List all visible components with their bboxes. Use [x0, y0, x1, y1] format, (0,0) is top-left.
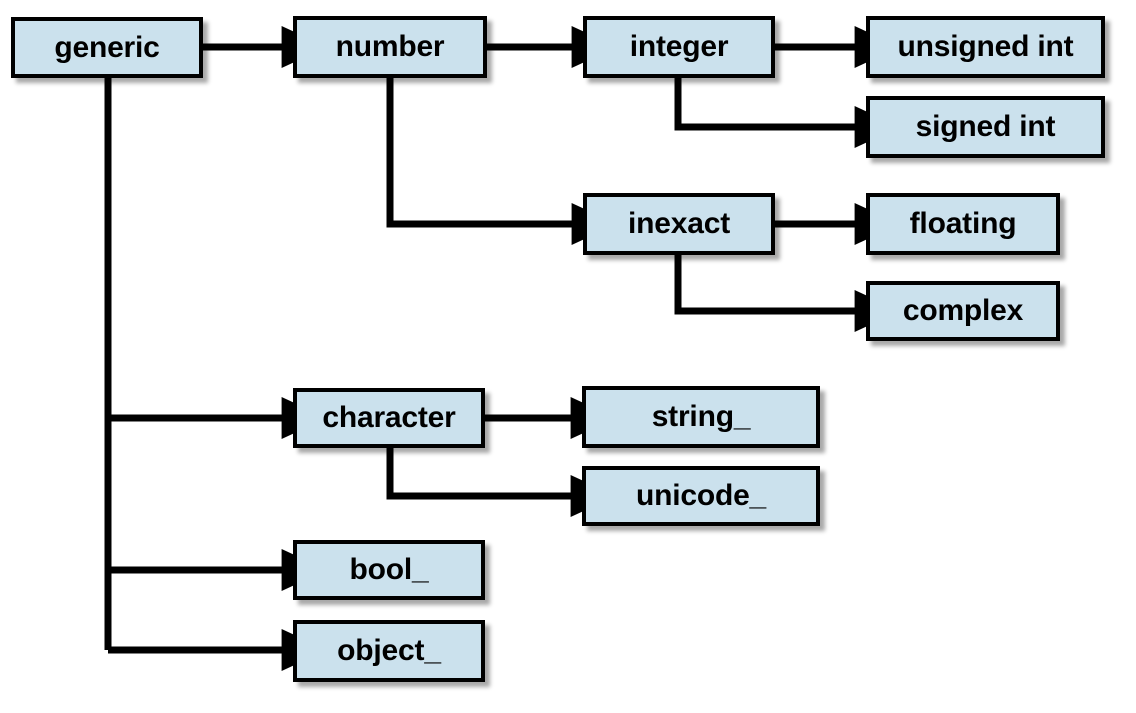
node-string[interactable]: string_	[582, 386, 820, 448]
node-character[interactable]: character	[293, 388, 485, 448]
node-integer-label: integer	[629, 30, 729, 63]
edge-integer-signed-int	[674, 78, 901, 148]
node-inexact[interactable]: inexact	[583, 193, 775, 255]
node-complex[interactable]: complex	[866, 281, 1060, 341]
edge-inexact-complex	[674, 255, 901, 332]
node-unsigned-int-label: unsigned int	[897, 30, 1074, 63]
node-object-label: object_	[337, 634, 441, 667]
edge-character-unicode	[386, 448, 617, 517]
node-object[interactable]: object_	[293, 620, 485, 682]
edge-number-inexact	[386, 78, 618, 245]
node-floating-label: floating	[909, 207, 1017, 240]
node-generic-label: generic	[54, 30, 160, 64]
node-unicode-label: unicode_	[635, 479, 767, 512]
node-complex-label: complex	[902, 294, 1024, 327]
node-character-label: character	[322, 401, 456, 434]
node-integer[interactable]: integer	[583, 16, 775, 78]
node-floating[interactable]: floating	[866, 193, 1060, 255]
node-bool[interactable]: bool_	[293, 540, 485, 600]
node-unicode[interactable]: unicode_	[582, 466, 820, 526]
node-bool-label: bool_	[349, 553, 429, 586]
node-string-label: string_	[651, 400, 751, 433]
node-inexact-label: inexact	[628, 207, 730, 240]
node-number[interactable]: number	[293, 16, 487, 78]
node-generic[interactable]: generic	[11, 17, 203, 78]
node-unsigned-int[interactable]: unsigned int	[866, 16, 1105, 78]
node-signed-int-label: signed int	[915, 110, 1056, 143]
node-signed-int[interactable]: signed int	[866, 96, 1105, 158]
node-number-label: number	[335, 30, 445, 63]
